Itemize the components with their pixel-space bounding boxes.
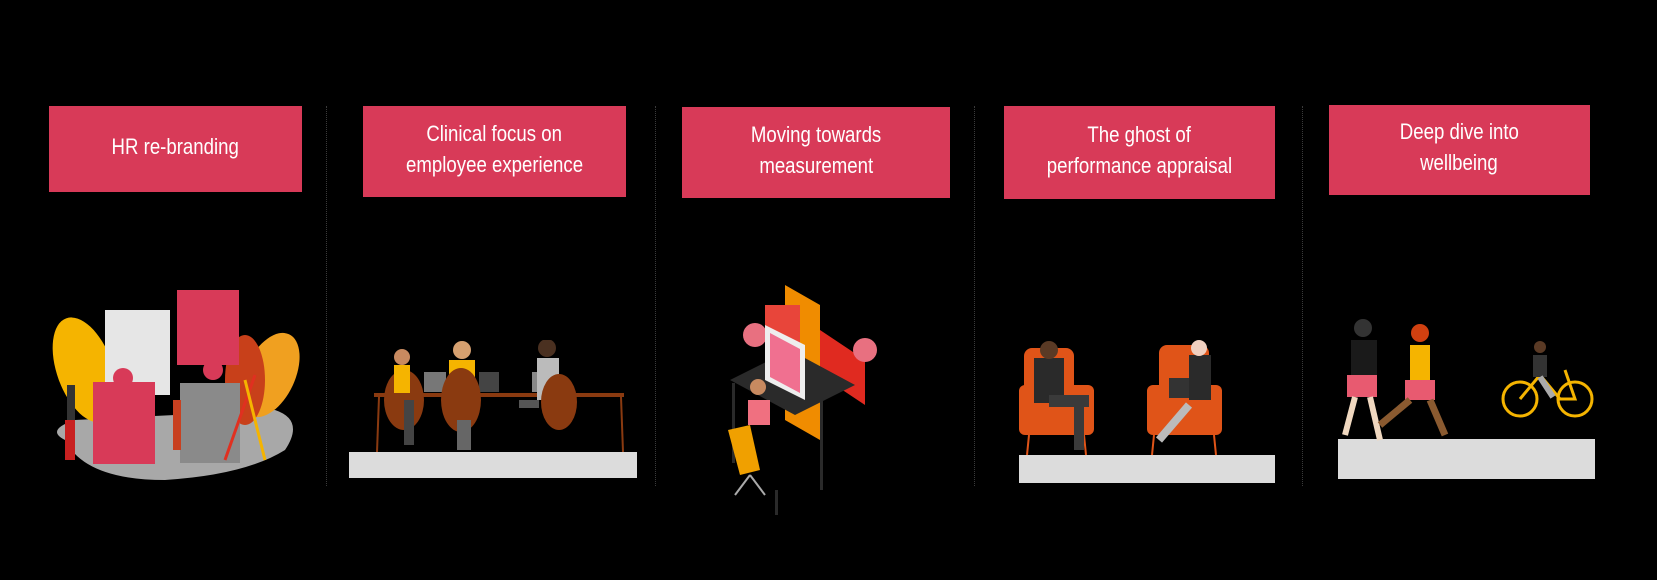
stage-label-line2: performance appraisal <box>1046 152 1233 178</box>
stage-label-line2: measurement <box>759 152 873 178</box>
appraisal-conversation-illustration <box>1019 340 1275 483</box>
wellbeing-exercise-illustration <box>1338 319 1595 479</box>
column-divider <box>655 106 656 486</box>
stage-label-line1: Deep dive into <box>1399 119 1520 144</box>
column-divider <box>1302 106 1303 486</box>
stage-label-line2: wellbeing <box>1420 150 1499 175</box>
puzzle-team-illustration <box>52 290 300 480</box>
stage-box-performance-appraisal: The ghost of performance appraisal <box>1004 106 1275 199</box>
column-divider <box>326 106 327 486</box>
stage-box-measurement: Moving towards measurement <box>682 107 950 198</box>
stage-label: HR re-branding <box>111 133 240 159</box>
team-meeting-illustration <box>349 340 637 478</box>
column-divider <box>974 106 975 486</box>
stage-label-line1: Moving towards <box>750 121 882 147</box>
stage-box-wellbeing: Deep dive into wellbeing <box>1329 105 1590 195</box>
analytics-desk-illustration <box>728 285 877 515</box>
stage-box-clinical-focus: Clinical focus on employee experience <box>363 106 626 197</box>
stage-label-line1: Clinical focus on <box>426 120 563 146</box>
stage-label-line1: The ghost of <box>1087 121 1192 147</box>
stage-label-line2: employee experience <box>405 151 584 177</box>
stage-box-hr-rebranding: HR re-branding <box>49 106 302 192</box>
